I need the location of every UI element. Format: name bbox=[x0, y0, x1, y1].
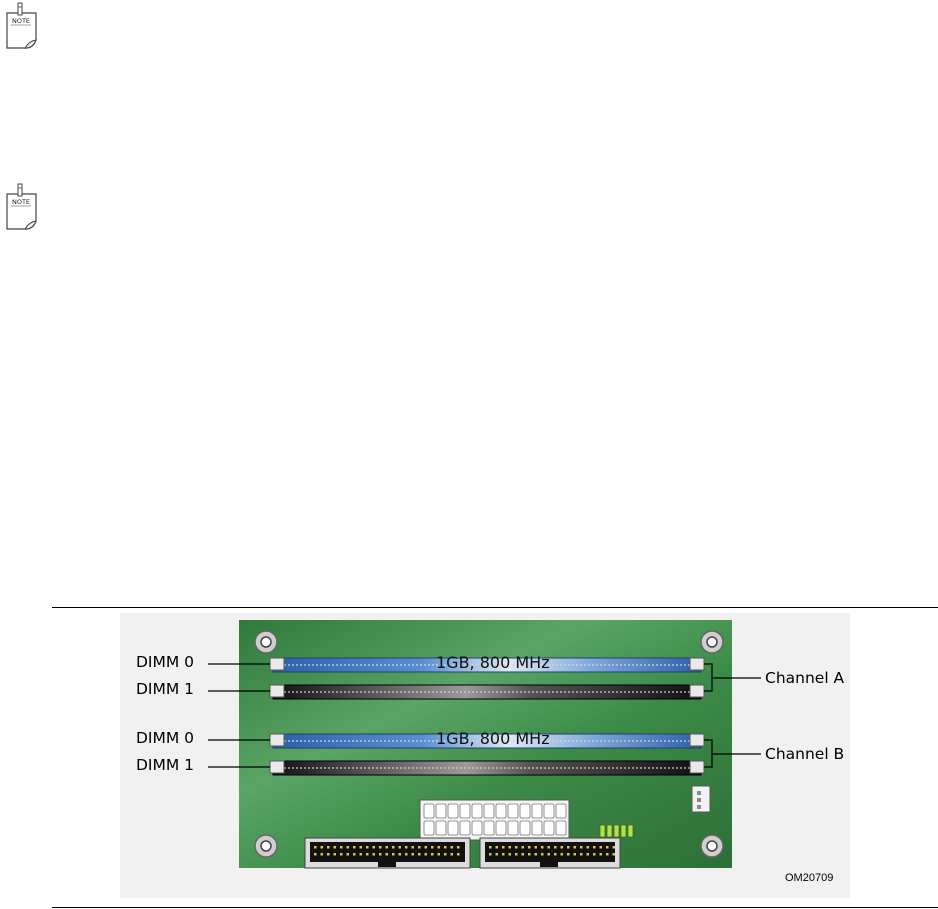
channel-a-label: Channel A bbox=[765, 669, 845, 687]
ide-connector bbox=[479, 837, 621, 869]
memory-configuration-figure: DIMM 0 DIMM 1 DIMM 0 DIMM 1 Channel A Ch… bbox=[120, 613, 850, 898]
dimm-1-label: DIMM 1 bbox=[136, 756, 195, 774]
mounting-hole bbox=[700, 834, 724, 858]
note-label: NOTE bbox=[12, 198, 30, 206]
fan-header bbox=[691, 785, 711, 813]
leader-lines-left bbox=[208, 663, 270, 768]
mounting-hole bbox=[254, 834, 278, 858]
mounting-hole bbox=[254, 630, 278, 654]
dimm-slot-channel-b-0 bbox=[269, 733, 705, 749]
slot-capacity-label: 1GB, 800 MHz bbox=[436, 729, 550, 748]
dimm-slot-channel-a-1 bbox=[269, 684, 705, 700]
note-icon: NOTE bbox=[3, 183, 41, 233]
channel-b-label: Channel B bbox=[765, 745, 845, 763]
slot-capacity-label: 1GB, 800 MHz bbox=[436, 653, 550, 672]
dimm-slot-channel-b-1 bbox=[269, 760, 705, 776]
figure-top-rule bbox=[52, 607, 938, 608]
dimm-1-label: DIMM 1 bbox=[136, 680, 195, 698]
motherboard-illustration bbox=[208, 620, 761, 869]
power-connector bbox=[419, 799, 570, 841]
jumper-block bbox=[599, 824, 634, 838]
figure-id: OM20709 bbox=[785, 872, 834, 884]
channel-brackets bbox=[704, 663, 761, 768]
figure-bottom-rule bbox=[52, 907, 938, 908]
note-icon: NOTE bbox=[3, 2, 41, 52]
note-label: NOTE bbox=[12, 17, 30, 25]
dimm-slot-channel-a-0 bbox=[269, 657, 705, 673]
dimm-0-label: DIMM 0 bbox=[136, 653, 195, 671]
ide-connector bbox=[304, 837, 471, 869]
dimm-0-label: DIMM 0 bbox=[136, 729, 195, 747]
mounting-hole bbox=[700, 630, 724, 654]
